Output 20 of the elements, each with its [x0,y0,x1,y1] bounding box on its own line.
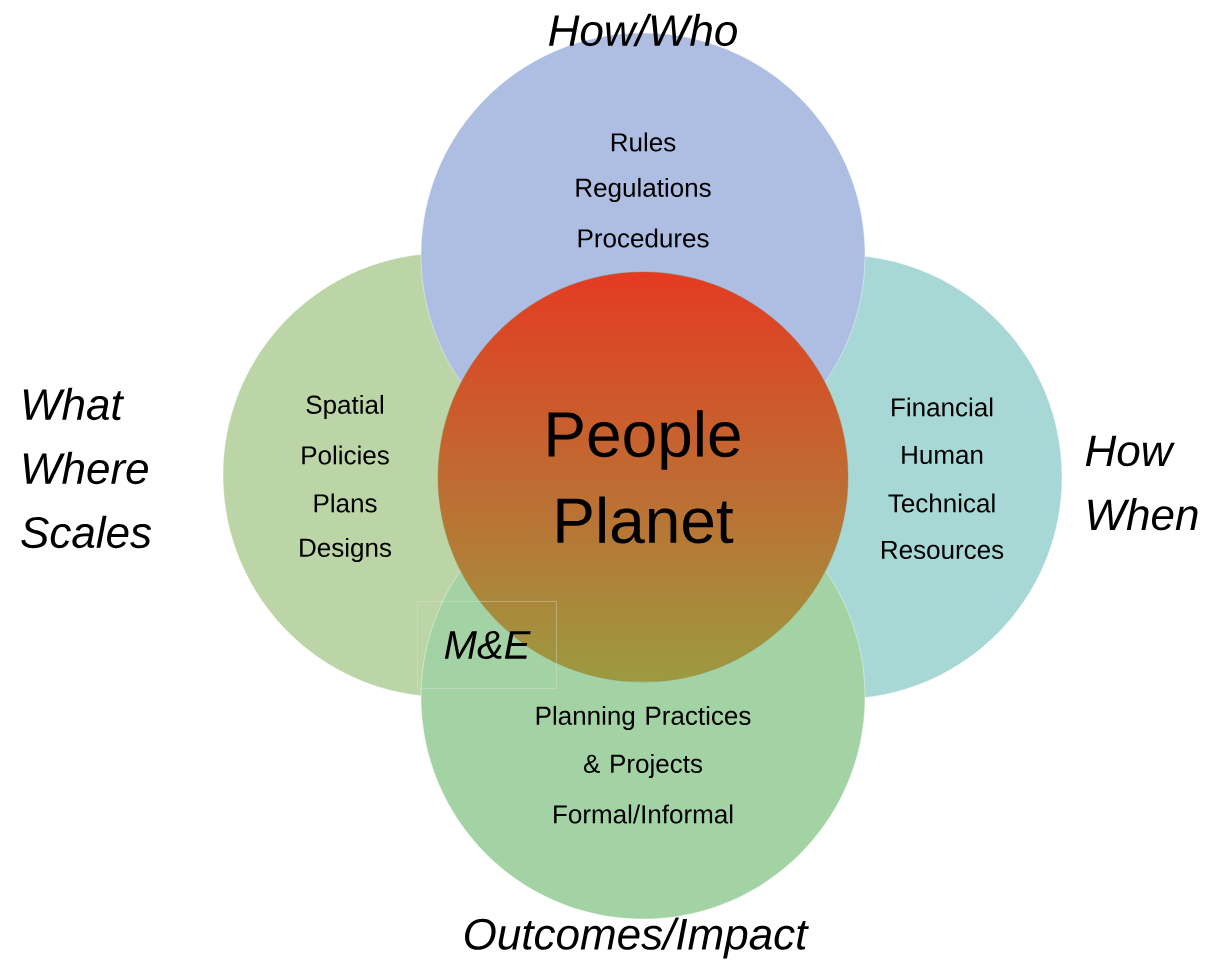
circle-heading: Outcomes/Impact [465,917,809,959]
list-item: Designs [300,537,391,563]
list-item: Plans [314,493,377,513]
circle-heading: How When [1085,435,1198,531]
list-item: Financial [892,397,993,417]
circle-heading: What Where Scales [21,387,152,549]
list-item: Planning Practices & Projects [536,705,751,779]
center-title: Planet [557,496,734,544]
list-item: Formal/Informal [554,804,733,824]
center-title: People [548,410,740,470]
corner-label: M&E [417,601,557,689]
list-item: Human [902,445,983,465]
list-item: Technical [888,493,995,513]
list-item: Spatial [306,394,383,420]
list-item: Rules [611,132,676,152]
list-item: Regulations [576,177,711,203]
list-item: Policies [302,445,389,465]
list-item: Resources [882,540,1004,560]
list-item: Procedures [578,228,709,248]
circle-heading: How/Who [549,13,737,47]
